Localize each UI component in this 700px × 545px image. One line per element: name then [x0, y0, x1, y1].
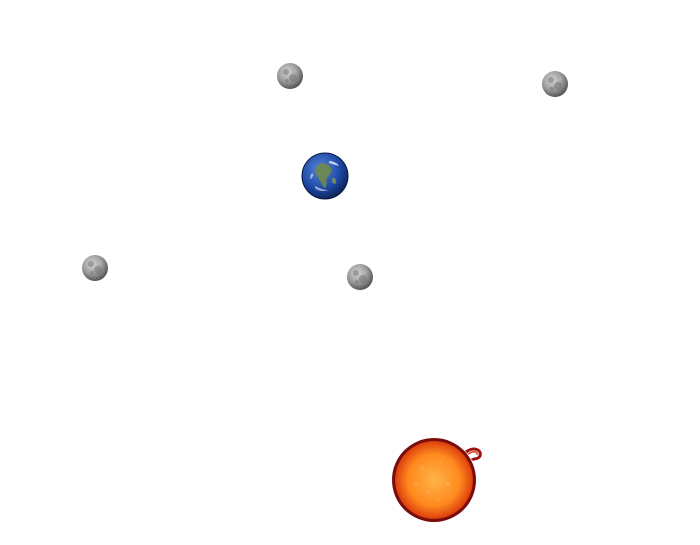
moon-icon[interactable]	[276, 62, 304, 90]
earth-icon[interactable]	[301, 152, 349, 200]
moon-icon[interactable]	[346, 263, 374, 291]
moon-icon[interactable]	[541, 70, 569, 98]
sun-icon[interactable]	[388, 436, 488, 524]
moon-icon[interactable]	[81, 254, 109, 282]
